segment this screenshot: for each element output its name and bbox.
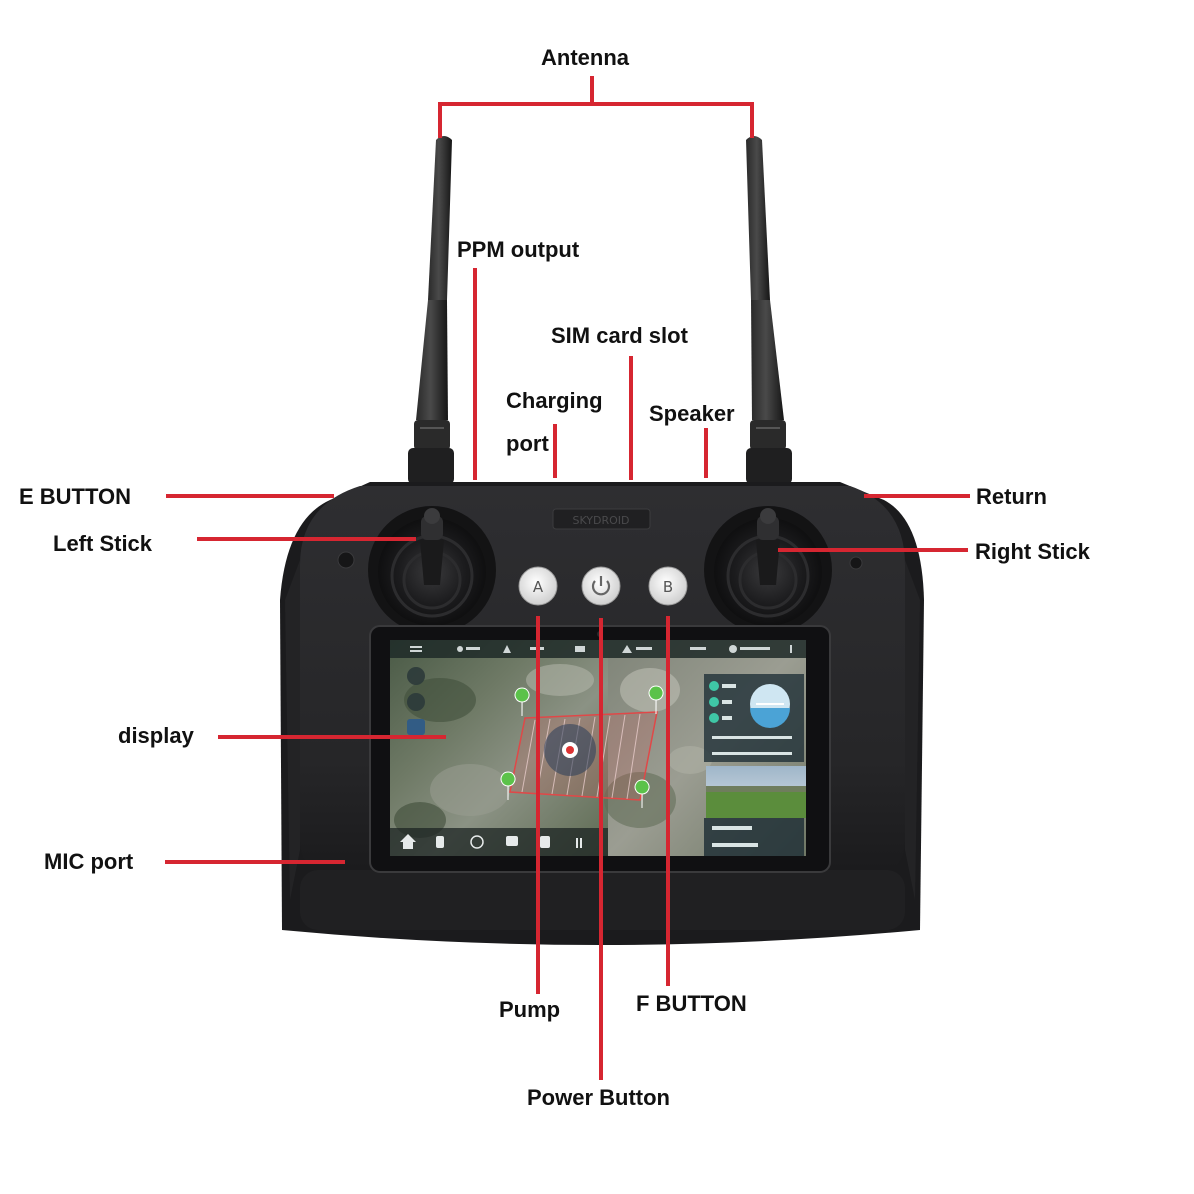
button-a-label: A: [533, 578, 544, 596]
label-e-button: E BUTTON: [19, 484, 132, 509]
left-antenna: [408, 136, 454, 484]
map-pin-icon: [500, 685, 664, 809]
pump-button[interactable]: A: [518, 566, 558, 606]
leader-lines: [165, 76, 970, 1080]
camera-info: [704, 818, 804, 856]
label-ppm-output: PPM output: [457, 237, 580, 262]
toolbar-icons[interactable]: [400, 834, 582, 849]
right-antenna: [746, 136, 792, 484]
label-mic-port: MIC port: [44, 849, 134, 874]
leader-antenna: [438, 76, 754, 138]
label-pump: Pump: [499, 997, 561, 1022]
label-speaker: Speaker: [649, 401, 735, 426]
attitude-indicator-icon: [750, 684, 790, 728]
map-side-toolbar[interactable]: [407, 667, 425, 735]
camera-info-text: [712, 826, 758, 847]
right-stick[interactable]: [704, 506, 832, 634]
brand-plate: SKYDROID: [552, 508, 651, 530]
status-indicator: [337, 551, 355, 569]
status-bar: [390, 640, 806, 658]
label-left-stick: Left Stick: [53, 531, 153, 556]
power-icon: [591, 576, 611, 596]
terrain-texture: [394, 664, 712, 838]
power-button[interactable]: [581, 566, 621, 606]
map-bottom-toolbar: [390, 828, 608, 856]
label-sim-card-slot: SIM card slot: [551, 323, 688, 348]
f-button[interactable]: B: [648, 566, 688, 606]
label-charging-line1: Charging: [506, 388, 603, 413]
left-stick[interactable]: [368, 506, 496, 634]
telemetry-indicators: [709, 681, 792, 755]
status-bar-icons: [410, 645, 792, 653]
brand-plate-text: SKYDROID: [572, 514, 629, 527]
button-b-label: B: [663, 578, 673, 596]
label-display: display: [118, 723, 194, 748]
mission-area: [509, 711, 658, 801]
label-charging-line2: port: [506, 431, 549, 456]
label-return: Return: [976, 484, 1047, 509]
indicator-right: [849, 556, 863, 570]
home-icon: [400, 834, 416, 849]
label-power-button: Power Button: [527, 1085, 670, 1110]
label-antenna: Antenna: [541, 45, 629, 70]
label-f-button: F BUTTON: [636, 991, 747, 1016]
camera-feed: [706, 766, 806, 818]
label-right-stick: Right Stick: [975, 539, 1090, 564]
